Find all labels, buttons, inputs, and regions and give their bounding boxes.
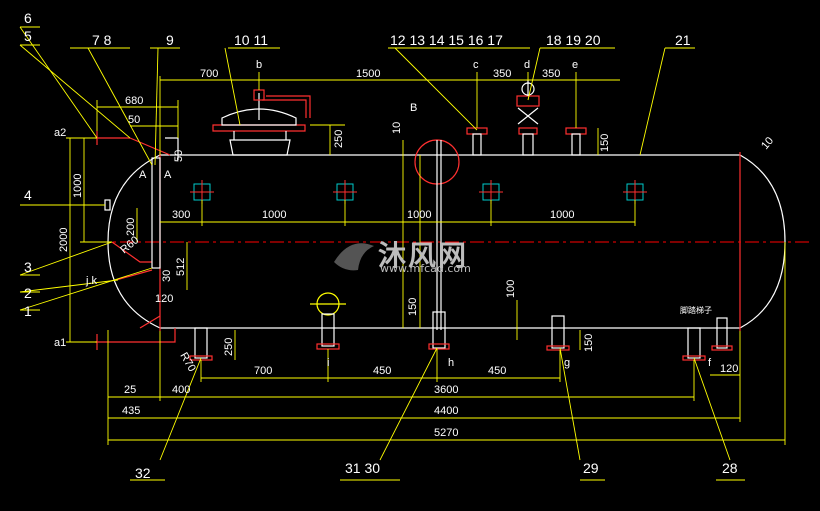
dim-side-2000: 2000	[58, 228, 70, 252]
label-g: g	[564, 357, 570, 369]
nozzle-B	[414, 139, 460, 350]
dim-side-150-bottom: 150	[583, 334, 595, 352]
callout-12-17: 12 13 14 15 16 17	[390, 32, 503, 48]
dim-side-250-top: 250	[333, 130, 345, 148]
label-a1: a1	[54, 337, 66, 349]
label-jk: j.k	[85, 275, 98, 287]
dim-side-150-mid: 150	[407, 298, 419, 316]
dim-bottom-400: 400	[172, 384, 190, 396]
label-a2: a2	[54, 127, 66, 139]
dim-bottom-450-b: 450	[488, 365, 506, 377]
callout-3: 3	[24, 259, 32, 275]
label-i: i	[327, 357, 329, 369]
callout-29: 29	[583, 460, 599, 476]
dim-side-512: 512	[175, 258, 187, 276]
dim-bottom-435: 435	[122, 405, 140, 417]
dim-bottom-4400: 4400	[434, 405, 458, 417]
dim-side-R60: R60	[118, 234, 141, 256]
manhole-nozzle-b	[212, 89, 311, 156]
watermark-brand: 沐风网	[378, 239, 469, 272]
callout-6: 6	[24, 10, 32, 26]
dim-side-120-left: 120	[155, 293, 173, 305]
callout-4: 4	[24, 187, 32, 203]
dim-side-10-right: 10	[759, 135, 776, 152]
dim-bottom-5270: 5270	[434, 427, 458, 439]
dim-side-10: 10	[391, 122, 403, 134]
side-nozzles-a	[95, 131, 179, 350]
label-d: d	[524, 59, 530, 71]
label-e: e	[572, 59, 578, 71]
label-A-left: A	[139, 169, 147, 181]
callout-1: 1	[24, 303, 32, 319]
dim-side-250-bottom: 250	[223, 338, 235, 356]
dim-inner-300: 300	[172, 209, 190, 221]
leader-lines	[19, 26, 745, 481]
dim-top-50: 50	[128, 114, 140, 126]
callout-9: 9	[166, 32, 174, 48]
label-b: b	[256, 59, 262, 71]
dim-top-680: 680	[125, 95, 143, 107]
callout-7-8: 7 8	[92, 32, 112, 48]
dim-side-120-right: 120	[720, 363, 738, 375]
dim-bottom-25: 25	[124, 384, 136, 396]
dim-side-100: 100	[505, 280, 517, 298]
dim-inner-1000-c: 1000	[550, 209, 574, 221]
dim-bottom-3600: 3600	[434, 384, 458, 396]
dim-top-350-a: 350	[493, 68, 511, 80]
watermark-logo-icon	[334, 243, 374, 271]
top-nozzles	[466, 80, 587, 156]
dim-inner-1000-b: 1000	[407, 209, 431, 221]
dimension-lines	[66, 72, 786, 445]
dim-side-1000: 1000	[72, 174, 84, 198]
label-B: B	[410, 102, 417, 114]
heater-squares	[190, 180, 647, 204]
dim-side-150-top: 150	[599, 134, 611, 152]
label-c: c	[473, 59, 479, 71]
callout-2: 2	[24, 285, 32, 301]
ladder-note: 脚踏梯子	[680, 305, 712, 315]
watermark-url: www.mfcad.com	[380, 262, 471, 275]
callout-18-20: 18 19 20	[546, 32, 601, 48]
callout-28: 28	[722, 460, 738, 476]
dim-bottom-700: 700	[254, 365, 272, 377]
callout-5: 5	[24, 28, 32, 44]
label-h: h	[448, 357, 454, 369]
label-A-right: A	[164, 169, 172, 181]
callout-31-30: 31 30	[345, 460, 380, 476]
dim-inner-1000-a: 1000	[262, 209, 286, 221]
dim-side-30: 30	[161, 270, 173, 282]
callout-10-11: 10 11	[234, 32, 268, 48]
dim-top-350-b: 350	[542, 68, 560, 80]
callout-21: 21	[675, 32, 691, 48]
label-f: f	[708, 357, 712, 369]
bottom-supports	[189, 315, 733, 361]
dim-top-1500: 1500	[356, 68, 380, 80]
nozzle-i	[310, 292, 346, 350]
dim-bottom-450-a: 450	[373, 365, 391, 377]
dim-side-50-left: 50	[173, 150, 185, 162]
dim-side-200: 200	[125, 218, 137, 236]
dim-top-700: 700	[200, 68, 218, 80]
callout-32: 32	[135, 465, 151, 481]
